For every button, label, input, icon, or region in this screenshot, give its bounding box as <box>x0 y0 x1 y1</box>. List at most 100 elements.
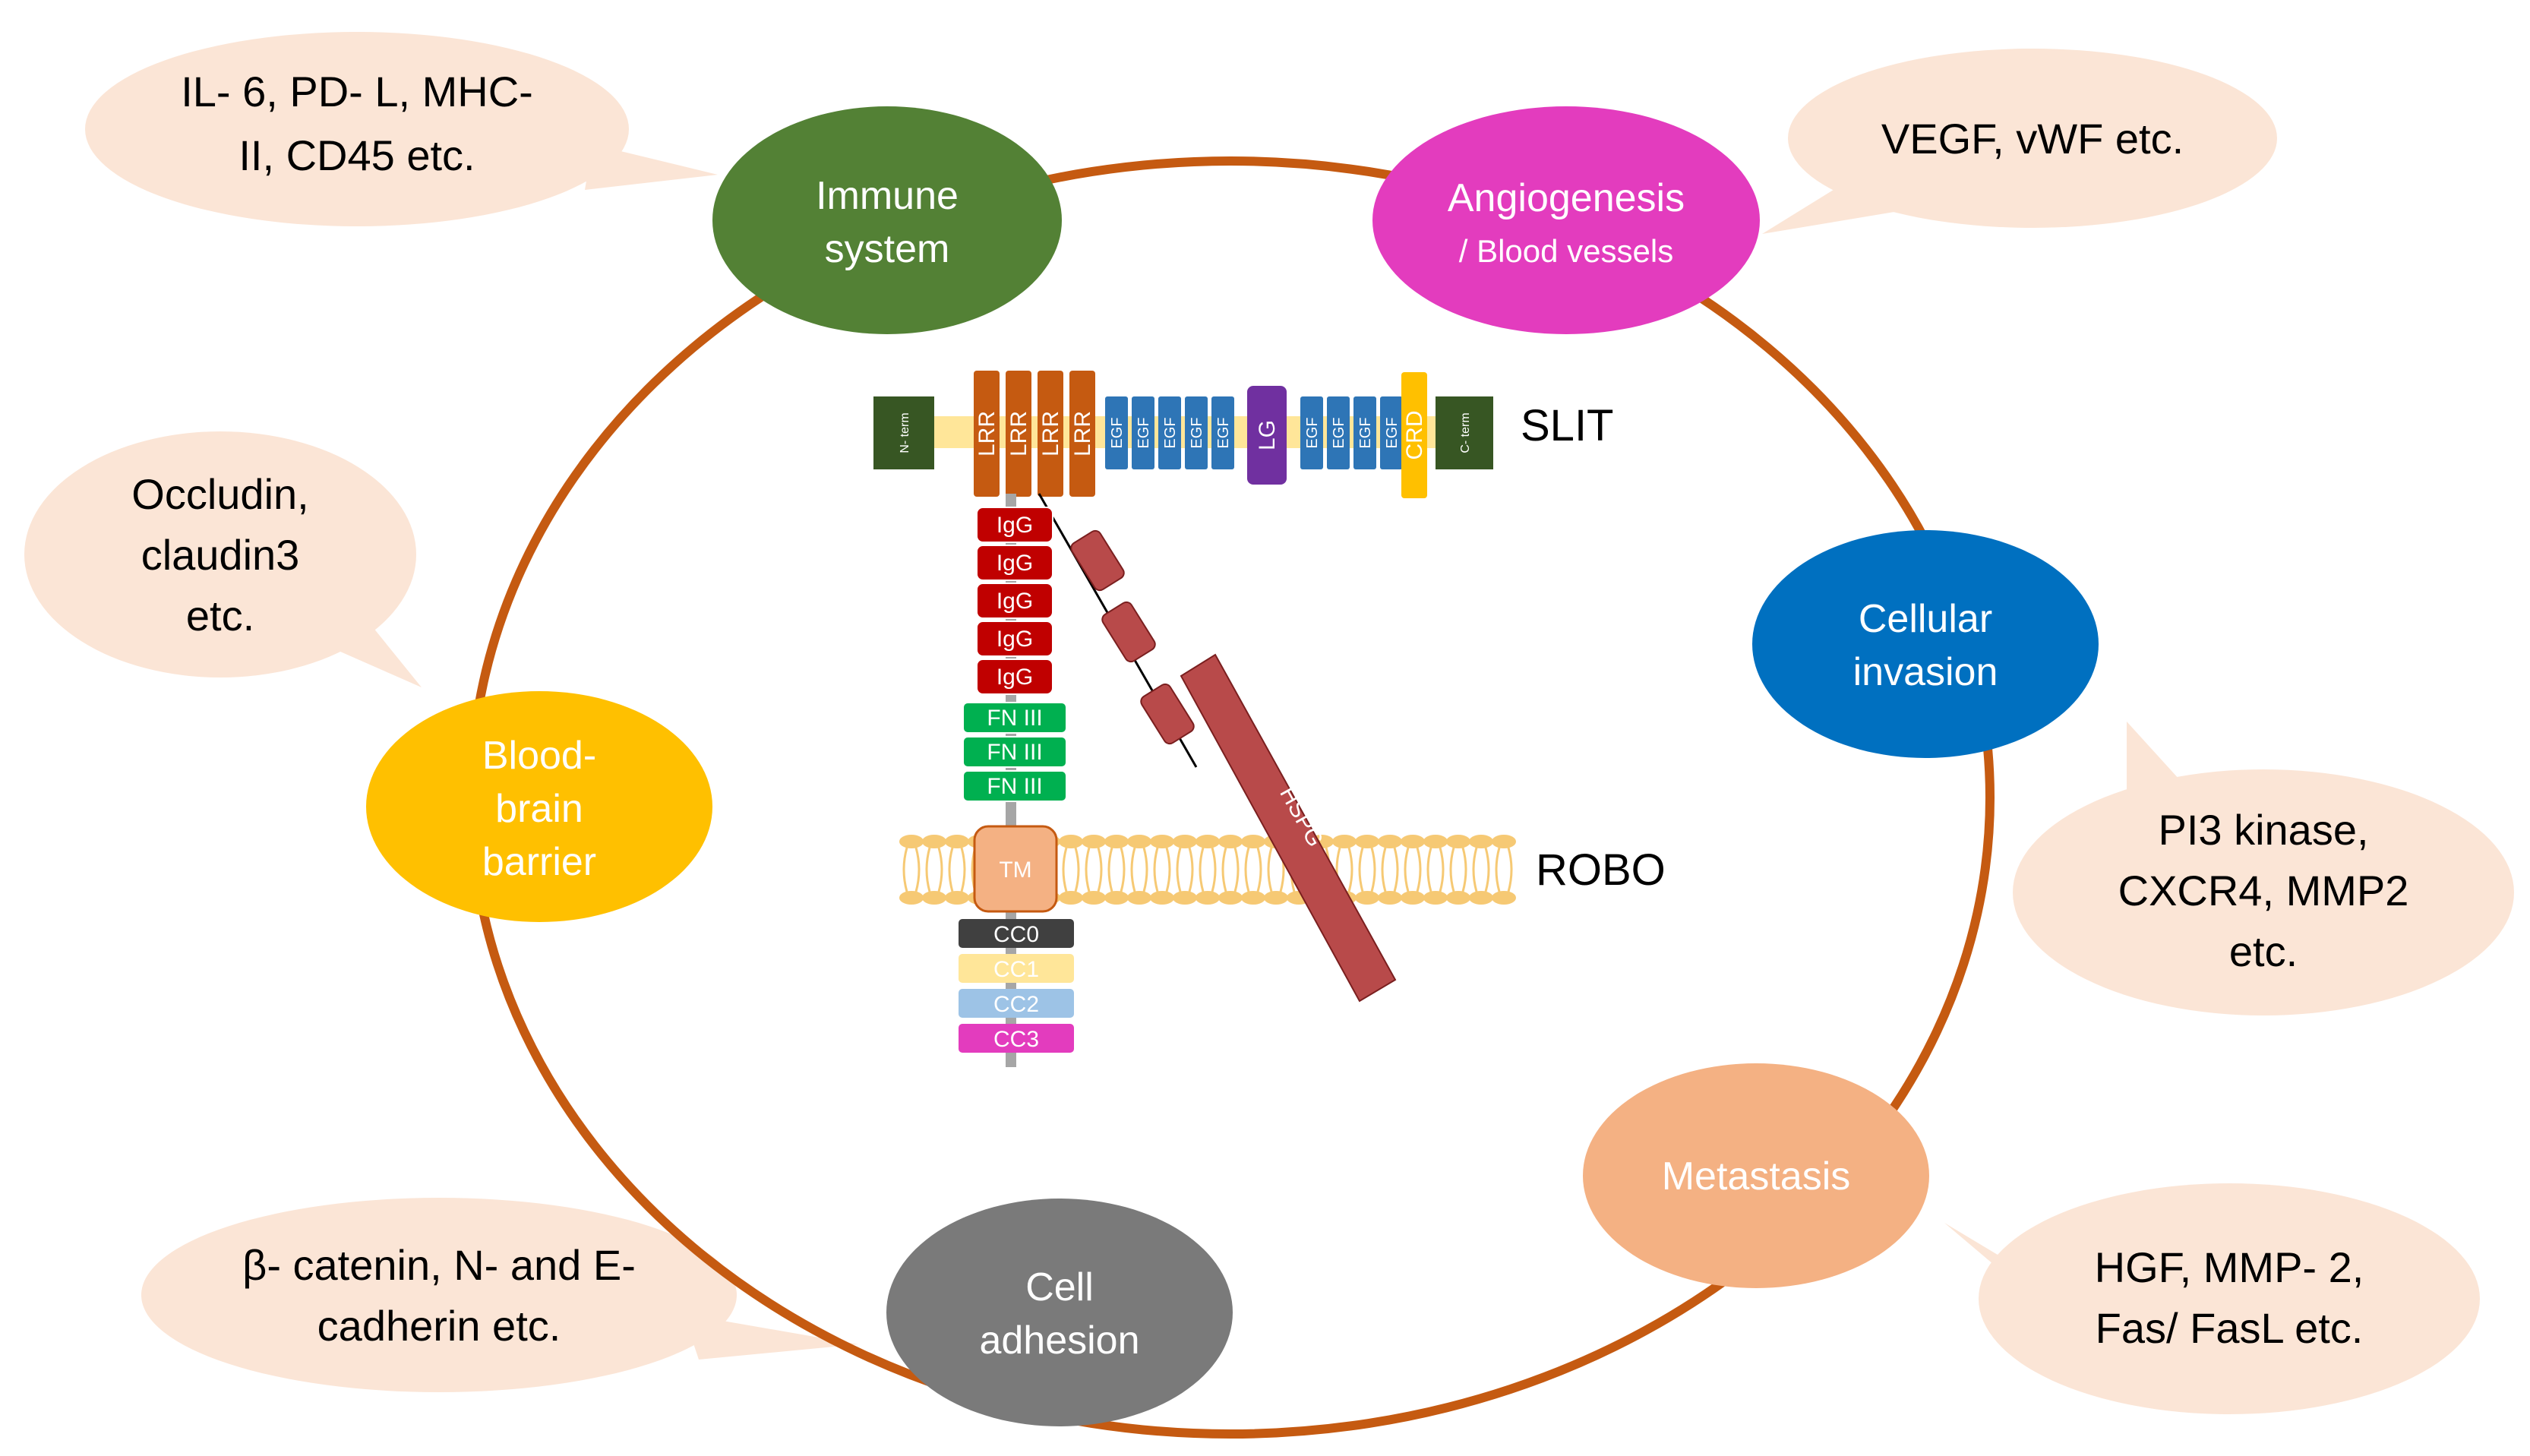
slit-egf-left-2-label: EGF <box>1135 417 1152 448</box>
robo-fn-2: FN III <box>962 736 1067 768</box>
slit-crd: CRD <box>1401 372 1427 498</box>
lipid-tail <box>925 847 943 892</box>
lipid-tail <box>1107 847 1126 892</box>
node-immune-line1: Immune <box>816 174 959 218</box>
slit-egf-right-3: EGF <box>1353 396 1376 469</box>
slit-egf-left-5-label: EGF <box>1215 417 1232 448</box>
lipid-head <box>1446 835 1470 848</box>
robo-igg-1: IgG <box>976 507 1053 543</box>
bubble-immune: IL- 6, PD- L, MHC- II, CD45 etc. <box>85 32 718 226</box>
slit-egf-left-2: EGF <box>1132 396 1154 469</box>
slit-egf-left-1-label: EGF <box>1109 417 1126 448</box>
lipid-tail <box>1426 847 1445 892</box>
robo-fn-1-label: FN III <box>987 706 1042 731</box>
lipid-head <box>899 835 924 848</box>
lipid-tail <box>1130 847 1148 892</box>
lipid-head <box>1059 891 1083 905</box>
lipid-head <box>1218 891 1243 905</box>
slit-lg-label: LG <box>1255 420 1280 450</box>
lipid-tail <box>1221 847 1240 892</box>
hspg-glycan-2 <box>1101 601 1156 663</box>
slit-n-term-label: N- term <box>899 412 911 453</box>
slit-lrr-1-label: LRR <box>974 411 1000 456</box>
node-cellular-invasion: Cellular invasion <box>1752 530 2099 758</box>
bubble-bbb: Occludin, claudin3 etc. <box>24 431 422 687</box>
slit-n-term: N- term <box>873 396 934 469</box>
node-invasion-line1: Cellular <box>1859 597 1992 641</box>
membrane-lipid-tails <box>902 847 1513 892</box>
lipid-tail <box>1472 847 1490 892</box>
lipid-head <box>1082 835 1106 848</box>
slit-egf-right-4: EGF <box>1380 396 1403 469</box>
slit-egf-left-4-label: EGF <box>1189 417 1205 448</box>
lipid-head <box>1423 891 1448 905</box>
lipid-tail <box>948 847 966 892</box>
lipid-head <box>1264 891 1288 905</box>
bubble-immune-line2: II, CD45 etc. <box>238 131 475 179</box>
hspg-core <box>1180 653 1397 1003</box>
node-angiogenesis-line2: / Blood vessels <box>1459 233 1673 269</box>
lipid-tail <box>1176 847 1194 892</box>
lipid-tail <box>1244 847 1262 892</box>
slit-protein: N- term LRR LRR LRR LRR EGF EGF EGF <box>873 371 1614 498</box>
robo-fn-1: FN III <box>962 702 1067 734</box>
lipid-head <box>1378 891 1402 905</box>
lipid-tail <box>1495 847 1513 892</box>
slit-egf-right-1-label: EGF <box>1304 417 1321 448</box>
lipid-tail <box>1199 847 1217 892</box>
slit-egf-right-2: EGF <box>1327 396 1350 469</box>
bubble-bbb-line2: claudin3 <box>141 531 300 579</box>
lipid-head <box>922 835 946 848</box>
lipid-head <box>1127 835 1151 848</box>
lipid-head <box>1446 891 1470 905</box>
node-bbb-line2: brain <box>495 787 583 831</box>
robo-fn-2-label: FN III <box>987 740 1042 765</box>
robo-label: ROBO <box>1536 845 1666 895</box>
slit-label: SLIT <box>1521 401 1614 450</box>
robo-cc2-label: CC2 <box>993 992 1039 1017</box>
robo-igg-3: IgG <box>976 583 1053 619</box>
node-immune-line2: system <box>825 227 950 271</box>
lipid-head <box>1332 835 1357 848</box>
hspg: HSPG <box>1038 493 1397 1003</box>
slit-lrr-4: LRR <box>1069 371 1095 497</box>
slit-egf-right-3-label: EGF <box>1357 417 1374 448</box>
node-metastasis: Metastasis <box>1583 1063 1929 1288</box>
lipid-head <box>945 891 969 905</box>
bubble-metastasis-line1: HGF, MMP- 2, <box>2095 1243 2364 1291</box>
bubble-adhesion-line2: cadherin etc. <box>317 1302 561 1350</box>
lipid-tail <box>1153 847 1171 892</box>
bubble-adhesion-line1: β- catenin, N- and E- <box>242 1241 636 1289</box>
lipid-head <box>922 891 946 905</box>
bubble-angiogenesis: VEGF, vWF etc. <box>1762 49 2277 234</box>
robo-tm-label: TM <box>999 857 1031 883</box>
slit-c-term-label: C- term <box>1459 412 1472 453</box>
node-invasion-line2: invasion <box>1853 650 1998 694</box>
robo-cc3-label: CC3 <box>993 1027 1039 1052</box>
bubble-invasion-line1: PI3 kinase, <box>2158 806 2368 854</box>
lipid-head <box>1355 891 1379 905</box>
lipid-head <box>1241 891 1265 905</box>
lipid-head <box>1150 835 1174 848</box>
lipid-tail <box>902 847 921 892</box>
slit-egf-right-1: EGF <box>1300 396 1323 469</box>
lipid-head <box>1401 835 1425 848</box>
robo-cc1-label: CC1 <box>993 957 1039 982</box>
slit-egf-left-3: EGF <box>1158 396 1181 469</box>
lipid-head <box>1173 891 1197 905</box>
lipid-head <box>1104 835 1129 848</box>
lipid-head <box>1196 835 1220 848</box>
slit-egf-left-4: EGF <box>1185 396 1208 469</box>
lipid-tail <box>1358 847 1376 892</box>
lipid-head <box>1355 835 1379 848</box>
robo-fn-3: FN III <box>962 770 1067 802</box>
slit-crd-label: CRD <box>1402 411 1427 460</box>
hspg-glycan-3 <box>1140 683 1195 745</box>
robo-cc0-label: CC0 <box>993 922 1039 947</box>
robo-tm: TM <box>973 825 1058 913</box>
slit-lrr-1: LRR <box>974 371 1000 497</box>
node-cell-adhesion: Cell adhesion <box>886 1199 1233 1426</box>
bubble-metastasis-line2: Fas/ FasL etc. <box>2096 1304 2364 1352</box>
node-bbb-line3: barrier <box>482 840 596 884</box>
robo-igg-4-label: IgG <box>997 627 1033 652</box>
